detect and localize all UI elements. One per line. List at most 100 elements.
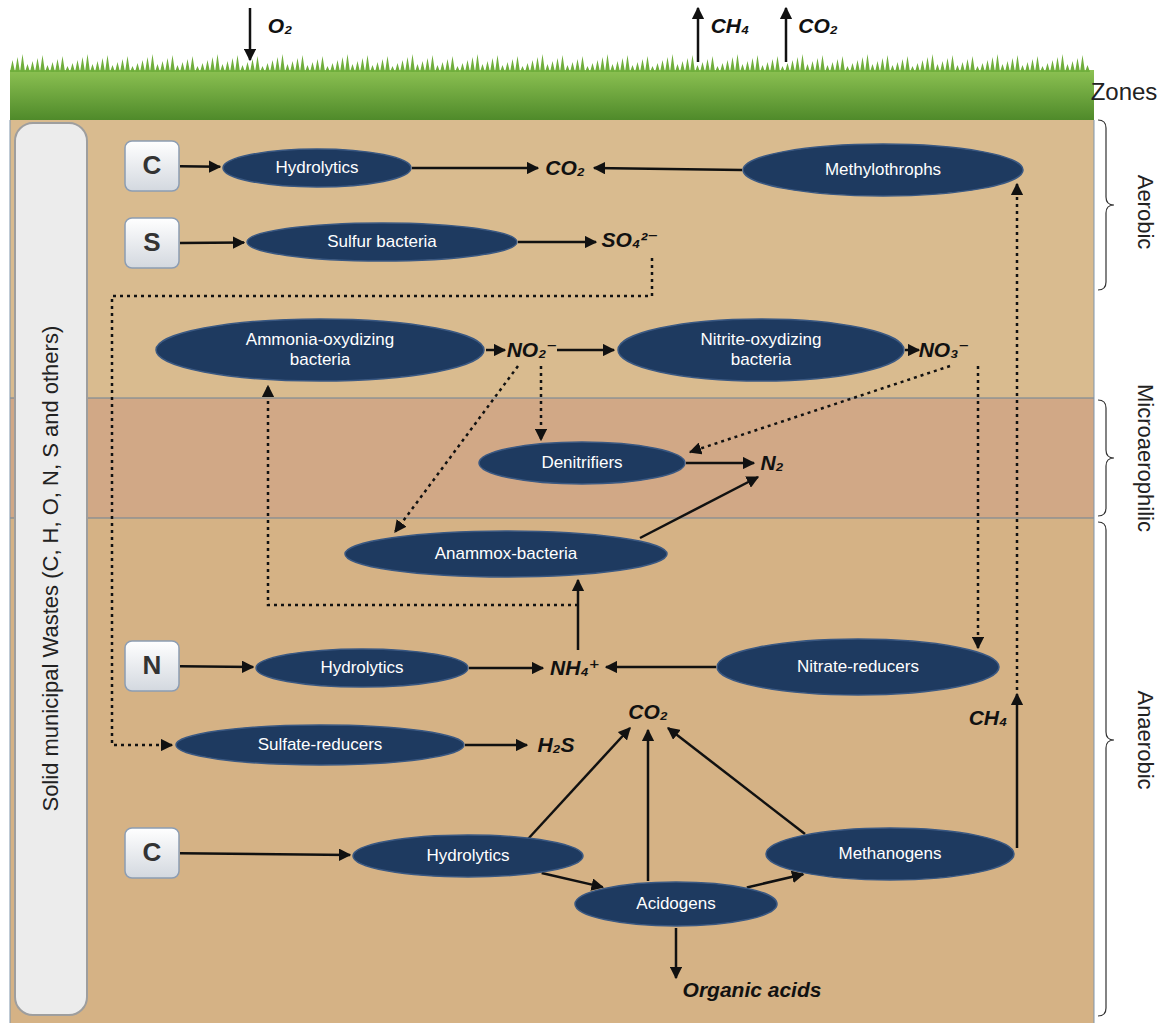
flow-arrow <box>606 666 716 669</box>
box-outline <box>125 218 179 268</box>
node-text: Hydrolytics <box>320 658 403 678</box>
flow-arrow <box>594 168 742 170</box>
microbe-ellipse: Nitrate-reducers <box>716 638 1000 696</box>
chemical-label: CH₄ <box>969 705 1008 730</box>
chemical-label: N₂ <box>760 450 783 475</box>
waste-column: Solid municipal Wastes (C, H, O, N, S an… <box>14 122 88 1016</box>
flow-arrow <box>180 665 253 668</box>
dotted-flow <box>540 366 543 440</box>
node-text: Sulfur bacteria <box>327 232 437 252</box>
grass-blades <box>10 54 1090 72</box>
flow-arrow <box>577 580 580 650</box>
column-outline <box>15 123 87 1015</box>
flux-label: CH₄ <box>711 13 750 38</box>
ellipse-outline <box>256 649 468 687</box>
microbe-ellipse: Methanogens <box>765 827 1015 881</box>
flow-arrow <box>180 165 220 168</box>
flow-arrow <box>486 349 505 352</box>
chemical-label: H₂S <box>537 732 574 757</box>
microbe-ellipse: Nitrite-oxydizing bacteria <box>617 318 905 382</box>
microbe-ellipse: Hydrolytics <box>352 834 584 878</box>
chemical-label: CO₂ <box>628 699 668 724</box>
flow-arrow <box>465 744 527 747</box>
zone-divider <box>10 518 1094 519</box>
chemical-label: CO₂ <box>545 155 585 180</box>
element-box: S <box>124 217 180 269</box>
flow-arrow <box>686 462 754 465</box>
chemical-label: NO₂⁻ <box>507 337 558 362</box>
node-text: Ammonia-oxydizing bacteria <box>215 330 425 369</box>
zone-bracket <box>1098 522 1114 1016</box>
node-text: C <box>143 151 162 181</box>
element-box: C <box>124 827 180 879</box>
zone-divider <box>10 398 1094 399</box>
microbe-ellipse: Denitrifiers <box>478 441 686 485</box>
node-text: S <box>143 228 160 258</box>
flow-arrow <box>1016 694 1019 848</box>
microbe-ellipse: Sulfate-reducers <box>175 724 465 766</box>
flow-arrow <box>412 167 538 170</box>
zone-label: Microaerophilic <box>1132 384 1158 532</box>
dotted-flow <box>977 366 980 648</box>
aerobic-zone <box>10 120 1094 398</box>
node-text: Nitrite-oxydizing bacteria <box>671 330 851 369</box>
box-outline <box>125 141 179 191</box>
microbe-ellipse: Methylothrophs <box>742 143 1024 197</box>
flow-arrow <box>640 477 758 538</box>
microbe-ellipse: Hydrolytics <box>222 148 412 188</box>
grass <box>10 70 1094 120</box>
node-text: N <box>143 651 162 681</box>
flow-arrow <box>905 349 919 352</box>
dotted-flow <box>395 366 518 532</box>
chemical-label: NO₃⁻ <box>919 337 970 362</box>
soil-border <box>10 120 11 1023</box>
element-box: C <box>124 140 180 192</box>
flow-arrow <box>180 241 244 244</box>
flux-label: O₂ <box>268 13 292 38</box>
node-text: Acidogens <box>636 894 715 914</box>
ellipse-outline <box>345 531 667 577</box>
microbe-ellipse: Sulfur bacteria <box>246 222 518 262</box>
grass-blade <box>10 54 1090 72</box>
soil-border <box>1094 120 1095 1023</box>
ellipse-outline <box>247 223 517 261</box>
flux-arrow <box>785 8 788 62</box>
zones-heading: Zones <box>1091 78 1158 107</box>
ellipse-outline <box>575 882 777 926</box>
chemical-label: Organic acids <box>683 977 822 1002</box>
node-text: Sulfate-reducers <box>258 735 383 755</box>
microaerophilic-zone <box>10 398 1094 518</box>
flow-arrow <box>469 667 543 670</box>
box-outline <box>125 828 179 878</box>
flow-arrow <box>747 874 803 887</box>
node-text: Methanogens <box>838 844 941 864</box>
node-text: Hydrolytics <box>275 158 358 178</box>
ellipse-outline <box>618 319 904 381</box>
node-text: C <box>143 838 162 868</box>
ellipse-outline <box>479 442 685 484</box>
element-box: N <box>124 640 180 692</box>
ellipse-outline <box>766 828 1014 880</box>
anaerobic-zone <box>10 518 1094 1023</box>
zone-bracket <box>1098 120 1114 290</box>
box-outline <box>125 641 179 691</box>
microbe-ellipse: Hydrolytics <box>255 648 469 688</box>
flow-arrow <box>542 873 603 887</box>
flux-label: CO₂ <box>798 13 838 38</box>
node-text: Hydrolytics <box>426 846 509 866</box>
node-text: Denitrifiers <box>541 453 622 473</box>
dotted-flow <box>1016 184 1019 690</box>
microbe-ellipse: Anammox-bacteria <box>344 530 668 578</box>
microbe-ellipse: Acidogens <box>574 881 778 927</box>
flow-arrow <box>528 728 630 839</box>
flow-arrow <box>647 730 650 881</box>
node-text: Solid municipal Wastes (C, H, O, N, S an… <box>38 326 63 812</box>
flow-arrow <box>518 241 596 244</box>
flux-arrow <box>697 8 700 62</box>
ellipse-outline <box>353 835 583 877</box>
ellipse-outline <box>743 144 1023 196</box>
flow-arrow <box>668 728 805 834</box>
ellipse-outline <box>223 149 411 187</box>
